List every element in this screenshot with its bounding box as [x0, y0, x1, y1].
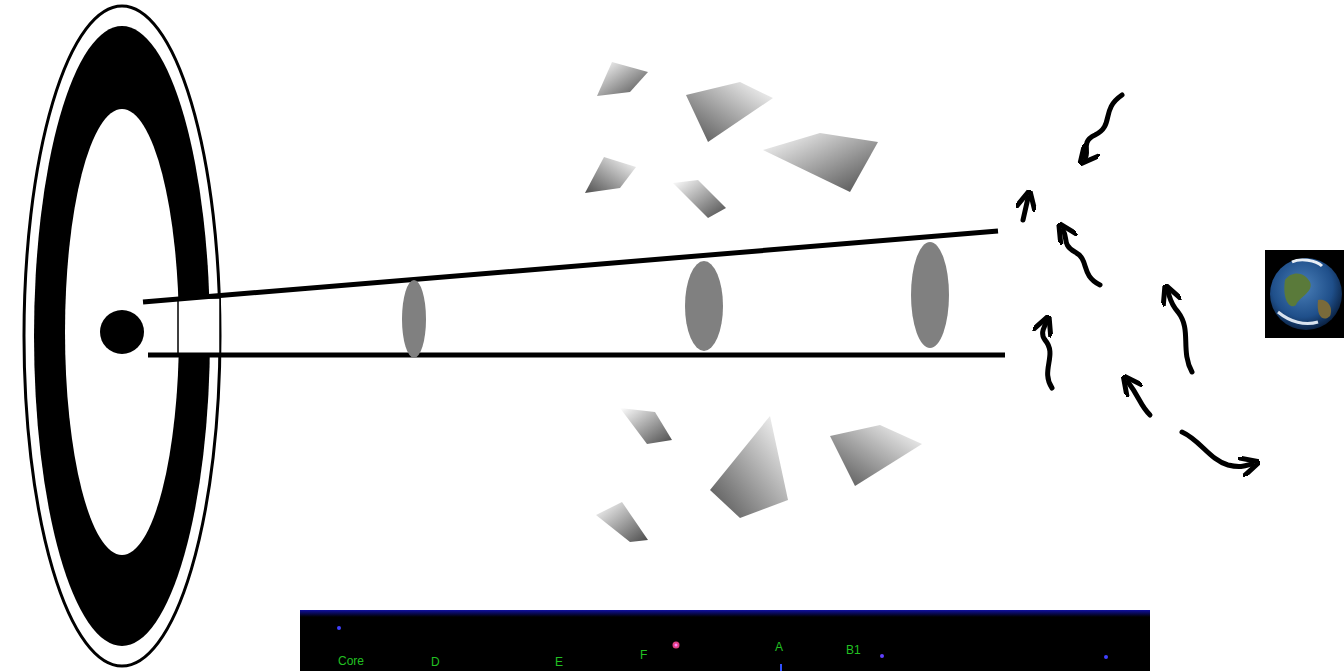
photon-arrows [1023, 95, 1252, 467]
component-label: A [775, 641, 783, 654]
earth-icon [1265, 250, 1344, 338]
component-label: Core [338, 655, 364, 668]
component-label: F [640, 649, 647, 662]
accretion-disk [24, 6, 220, 666]
jet-cone [143, 231, 1005, 358]
component-label: E [555, 656, 563, 669]
component-label: B1 [846, 644, 861, 657]
gas-clouds [585, 62, 922, 542]
radio-image-panel [300, 610, 1150, 671]
component-label: D [431, 656, 440, 669]
